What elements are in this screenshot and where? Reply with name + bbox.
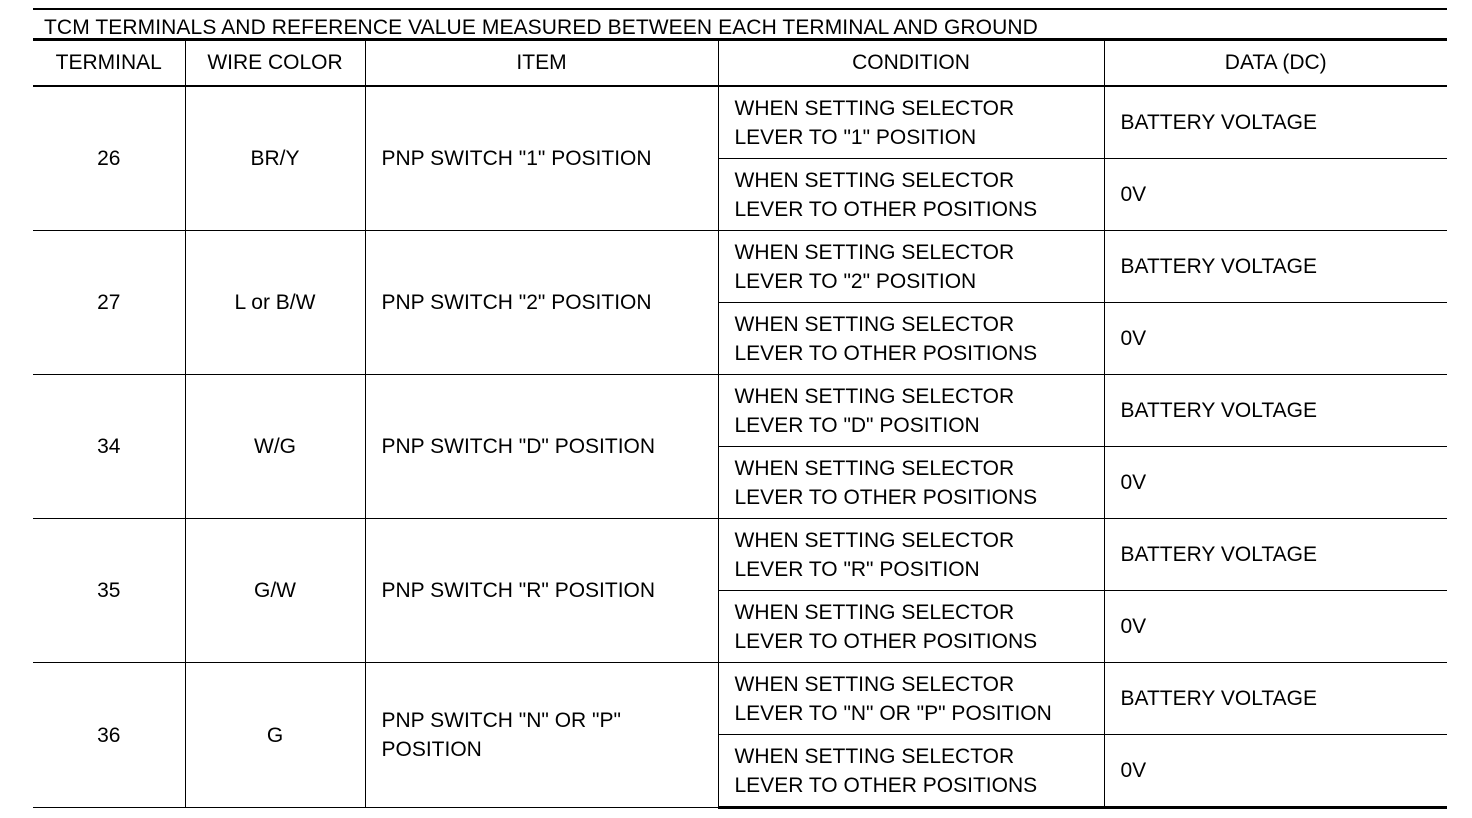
condition-line: LEVER TO OTHER POSITIONS — [734, 773, 1038, 797]
data-cell: 0V — [1103, 590, 1447, 663]
data-cell: 0V — [1103, 446, 1447, 519]
table-row: 26 BR/Y PNP SWITCH "1" POSITION WHEN SET… — [33, 86, 1447, 231]
condition-line: LEVER TO OTHER POSITIONS — [734, 197, 1038, 221]
condition-cell: WHEN SETTING SELECTOR LEVER TO "R" POSITI… — [717, 518, 1104, 591]
condition-cell: WHEN SETTING SELECTOR LEVER TO OTHER POSI… — [717, 158, 1104, 231]
item-cell: PNP SWITCH "N" OR "P" POSITION — [364, 662, 718, 808]
condition-line: LEVER TO "D" POSITION — [734, 413, 980, 437]
condition-line: WHEN SETTING SELECTOR — [734, 744, 1015, 768]
table-row: WHEN SETTING SELECTOR LEVER TO OTHER POSI… — [33, 590, 1447, 663]
condition-cell: WHEN SETTING SELECTOR LEVER TO OTHER POSI… — [717, 590, 1104, 663]
tcm-terminal-table: TERMINAL WIRE COLOR ITEM CONDITION DATA … — [33, 41, 1447, 809]
condition-cell: WHEN SETTING SELECTOR LEVER TO "N" OR "P"… — [717, 662, 1104, 735]
wire-color-cell: G/W — [184, 518, 365, 663]
header-item: ITEM — [364, 41, 718, 87]
terminal-cell: 34 — [33, 374, 185, 519]
item-cell: PNP SWITCH "1" POSITION — [364, 86, 718, 231]
table-caption: TCM TERMINALS AND REFERENCE VALUE MEASUR… — [33, 8, 1447, 41]
terminal-cell: 35 — [33, 518, 185, 663]
condition-line: WHEN SETTING SELECTOR — [734, 168, 1015, 192]
wire-color-cell: G — [184, 662, 365, 808]
tcm-terminal-table-container: TCM TERMINALS AND REFERENCE VALUE MEASUR… — [33, 8, 1447, 809]
header-wire-color: WIRE COLOR — [184, 41, 365, 87]
data-cell: BATTERY VOLTAGE — [1103, 374, 1447, 447]
table-row: WHEN SETTING SELECTOR LEVER TO OTHER POSI… — [33, 302, 1447, 375]
data-cell: BATTERY VOLTAGE — [1103, 662, 1447, 735]
condition-line: LEVER TO OTHER POSITIONS — [734, 629, 1038, 653]
item-cell: PNP SWITCH "D" POSITION — [364, 374, 718, 519]
condition-line: LEVER TO "N" OR "P" POSITION — [734, 701, 1052, 725]
header-data: DATA (DC) — [1103, 41, 1447, 87]
data-cell: BATTERY VOLTAGE — [1103, 230, 1447, 303]
condition-line: LEVER TO OTHER POSITIONS — [734, 341, 1038, 365]
item-line: POSITION — [381, 738, 482, 761]
terminal-cell: 26 — [33, 86, 185, 231]
condition-line: WHEN SETTING SELECTOR — [734, 312, 1015, 336]
condition-cell: WHEN SETTING SELECTOR LEVER TO OTHER POSI… — [717, 734, 1104, 809]
wire-color-cell: BR/Y — [184, 86, 365, 231]
wire-color-cell: L or B/W — [184, 230, 365, 375]
data-cell: 0V — [1103, 734, 1447, 809]
condition-line: LEVER TO "2" POSITION — [734, 269, 977, 293]
item-cell: PNP SWITCH "R" POSITION — [364, 518, 718, 663]
header-row: TERMINAL WIRE COLOR ITEM CONDITION DATA … — [33, 41, 1447, 87]
table-row: 34 W/G PNP SWITCH "D" POSITION WHEN SETT… — [33, 374, 1447, 519]
data-cell: BATTERY VOLTAGE — [1103, 518, 1447, 591]
condition-line: WHEN SETTING SELECTOR — [734, 96, 1015, 120]
table-row: WHEN SETTING SELECTOR LEVER TO OTHER POSI… — [33, 446, 1447, 519]
condition-line: LEVER TO "1" POSITION — [734, 125, 977, 149]
condition-line: WHEN SETTING SELECTOR — [734, 528, 1015, 552]
item-cell: PNP SWITCH "2" POSITION — [364, 230, 718, 375]
condition-cell: WHEN SETTING SELECTOR LEVER TO OTHER POSI… — [717, 302, 1104, 375]
condition-line: WHEN SETTING SELECTOR — [734, 456, 1015, 480]
condition-cell: WHEN SETTING SELECTOR LEVER TO "1" POSITI… — [717, 86, 1104, 159]
table-row: 27 L or B/W PNP SWITCH "2" POSITION WHEN… — [33, 230, 1447, 375]
terminal-cell: 27 — [33, 230, 185, 375]
data-cell: 0V — [1103, 302, 1447, 375]
data-cell: BATTERY VOLTAGE — [1103, 86, 1447, 159]
table-row: WHEN SETTING SELECTOR LEVER TO OTHER POSI… — [33, 158, 1447, 231]
condition-cell: WHEN SETTING SELECTOR LEVER TO "2" POSITI… — [717, 230, 1104, 303]
table-row: WHEN SETTING SELECTOR LEVER TO OTHER POSI… — [33, 734, 1447, 809]
wire-color-cell: W/G — [184, 374, 365, 519]
condition-cell: WHEN SETTING SELECTOR LEVER TO OTHER POSI… — [717, 446, 1104, 519]
table-row: 35 G/W PNP SWITCH "R" POSITION WHEN SETT… — [33, 518, 1447, 663]
condition-line: WHEN SETTING SELECTOR — [734, 672, 1015, 696]
terminal-cell: 36 — [33, 662, 185, 808]
condition-cell: WHEN SETTING SELECTOR LEVER TO "D" POSITI… — [717, 374, 1104, 447]
condition-line: LEVER TO OTHER POSITIONS — [734, 485, 1038, 509]
header-terminal: TERMINAL — [33, 41, 185, 87]
condition-line: LEVER TO "R" POSITION — [734, 557, 980, 581]
condition-line: WHEN SETTING SELECTOR — [734, 384, 1015, 408]
data-cell: 0V — [1103, 158, 1447, 231]
header-condition: CONDITION — [717, 41, 1104, 87]
table-row: 36 G PNP SWITCH "N" OR "P" POSITION WHEN … — [33, 662, 1447, 808]
item-line: PNP SWITCH "N" OR "P" — [381, 709, 621, 732]
condition-line: WHEN SETTING SELECTOR — [734, 240, 1015, 264]
condition-line: WHEN SETTING SELECTOR — [734, 600, 1015, 624]
